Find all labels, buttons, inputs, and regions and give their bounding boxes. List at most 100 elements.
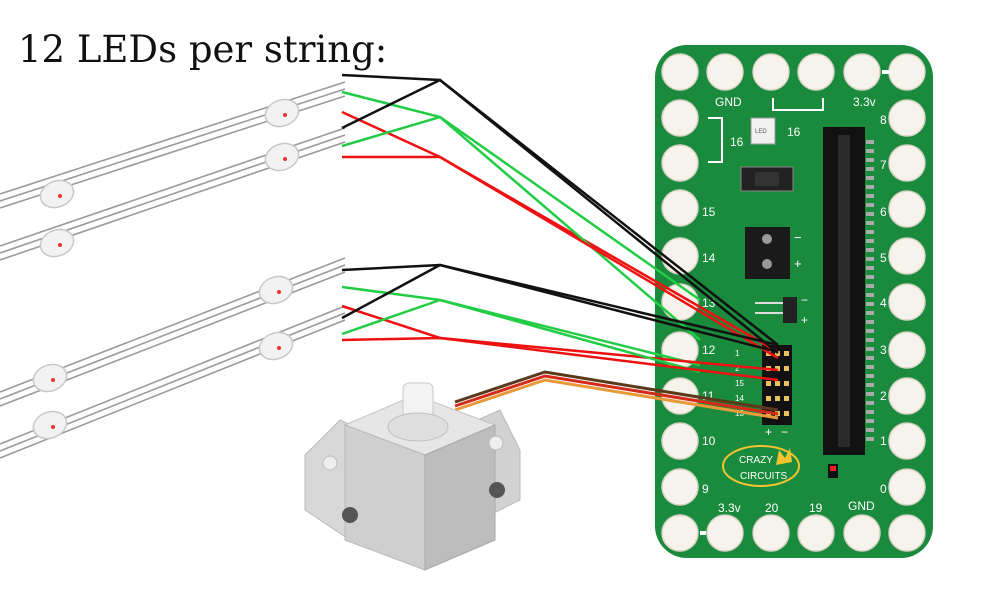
board-pad — [888, 237, 926, 275]
socket-pin — [866, 392, 874, 396]
socket-pin — [866, 329, 874, 333]
board-pad — [843, 514, 881, 552]
board-pad — [888, 377, 926, 415]
socket-pin — [866, 383, 874, 387]
socket-pin — [866, 284, 874, 288]
socket-pin — [866, 374, 874, 378]
logo-crown-icon — [776, 448, 792, 465]
right-pin-label: 4 — [880, 296, 887, 310]
board-pad — [797, 514, 835, 552]
header-pin — [784, 411, 789, 416]
jack-minus-label: − — [794, 230, 802, 245]
socket-pin — [866, 203, 874, 207]
left-pin-label: 14 — [702, 251, 716, 265]
board-pad — [888, 422, 926, 460]
header-pin — [766, 396, 771, 401]
side-16-label: 16 — [730, 135, 744, 149]
logo-line1: CRAZY — [739, 455, 773, 466]
servo-wire-red — [454, 374, 779, 416]
socket-pin — [866, 410, 874, 414]
header-row-label: 13 — [735, 409, 744, 418]
servo-horn — [387, 412, 449, 442]
socket-pin — [866, 248, 874, 252]
header-row-label: 15 — [735, 379, 744, 388]
led-bead — [39, 179, 75, 209]
header-pin — [784, 396, 789, 401]
socket-pin — [866, 176, 874, 180]
socket-pin — [866, 401, 874, 405]
board-pad — [661, 468, 699, 506]
socket-pins — [866, 140, 874, 441]
led-bead — [39, 228, 75, 258]
servo-motor — [304, 370, 779, 571]
led-bead — [264, 98, 300, 128]
led-string-wire — [0, 81, 346, 195]
crazy-circuits-logo — [722, 445, 800, 487]
socket-pin — [866, 437, 874, 441]
socket-pin — [866, 275, 874, 279]
led-die — [58, 194, 62, 198]
top-16-label: 16 — [787, 125, 801, 139]
board-pad — [888, 190, 926, 228]
led-strings — [0, 81, 346, 459]
left-pin-label: 9 — [702, 482, 709, 496]
top-16-bracket — [772, 98, 824, 111]
left-pin-label: 12 — [702, 343, 716, 357]
header-row-label: 1 — [735, 349, 740, 358]
socket-pin — [866, 221, 874, 225]
right-pin-label: 1 — [880, 434, 887, 448]
header-pin — [784, 381, 789, 386]
header-pin — [766, 381, 771, 386]
socket-pin — [866, 257, 874, 261]
jst-connector — [783, 297, 797, 323]
right-pin-label: 3 — [880, 343, 887, 357]
led-die — [283, 157, 287, 161]
signal-wire — [341, 336, 779, 382]
board-pad — [752, 53, 790, 91]
circuit-board: GND 3.3v 16 16 LED − + − + — [655, 45, 933, 558]
board-pad — [888, 144, 926, 182]
socket-pin — [866, 419, 874, 423]
board-pad — [888, 53, 926, 91]
board-pad — [843, 53, 881, 91]
board-pad — [661, 144, 699, 182]
board-pad — [661, 189, 699, 227]
servo-stud — [488, 435, 504, 451]
socket-pin — [866, 365, 874, 369]
header-plus-label: + — [765, 425, 772, 439]
right-pin-label: 2 — [880, 389, 887, 403]
board-pad — [888, 99, 926, 137]
status-led-red — [830, 466, 836, 471]
board-pads — [661, 53, 926, 552]
board-pad — [661, 53, 699, 91]
socket-pin — [866, 230, 874, 234]
board-pad — [797, 53, 835, 91]
led-die — [283, 113, 287, 117]
socket-pin — [866, 239, 874, 243]
right-pin-label: 6 — [880, 205, 887, 219]
led-bead — [264, 142, 300, 172]
socket-pin — [866, 338, 874, 342]
bottom-20-label: 20 — [765, 501, 779, 515]
led-die — [51, 425, 55, 429]
right-pin-label: 8 — [880, 113, 887, 127]
right-pin-label: 7 — [880, 158, 887, 172]
socket-pin — [866, 266, 874, 270]
signal-wire — [341, 90, 701, 302]
fuse-component — [750, 117, 776, 145]
led-bead — [32, 363, 68, 393]
led-bead — [258, 331, 294, 361]
bottom-19-label: 19 — [809, 501, 823, 515]
board-pad — [888, 514, 926, 552]
top-gnd-label: GND — [715, 95, 742, 109]
socket-pin — [866, 158, 874, 162]
board-pad — [752, 514, 790, 552]
servo-body-side — [424, 424, 496, 571]
jack-screw-top — [762, 234, 772, 244]
socket-pin — [866, 293, 874, 297]
signal-wire — [341, 115, 701, 341]
top-3v3-label: 3.3v — [853, 95, 876, 109]
led-die — [51, 378, 55, 382]
